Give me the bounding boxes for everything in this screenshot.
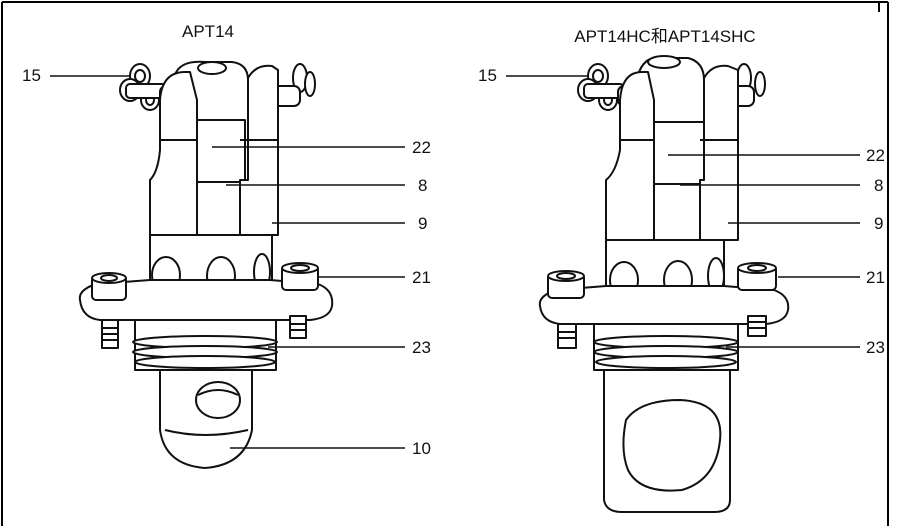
right-callout-22: 22 <box>866 146 885 165</box>
right-callout-21: 21 <box>866 268 885 287</box>
right-callout-15: 15 <box>478 66 497 85</box>
right-callout-23: 23 <box>866 338 885 357</box>
apt14hc-drawing <box>538 55 790 513</box>
right-diagram-title: APT14HC和APT14SHC <box>574 27 756 46</box>
right-callout-8: 8 <box>874 176 884 195</box>
left-callout-8: 8 <box>418 176 428 195</box>
left-flange <box>78 279 334 321</box>
left-callout-15: 15 <box>22 66 41 85</box>
right-pin-nuts <box>577 63 766 111</box>
left-clevis-plate-right <box>239 64 279 236</box>
left-callout-22: 22 <box>412 138 431 157</box>
right-callout-9: 9 <box>874 214 884 233</box>
apt14-drawing <box>78 60 334 469</box>
left-callout-23: 23 <box>412 338 431 357</box>
right-clevis-plate-right <box>699 64 739 241</box>
left-callout-10: 10 <box>412 439 431 458</box>
left-diagram-title: APT14 <box>182 22 234 41</box>
leader-lines <box>50 75 860 449</box>
left-callout-21: 21 <box>412 268 431 287</box>
left-pin-nuts <box>119 63 316 111</box>
left-callout-9: 9 <box>418 214 428 233</box>
